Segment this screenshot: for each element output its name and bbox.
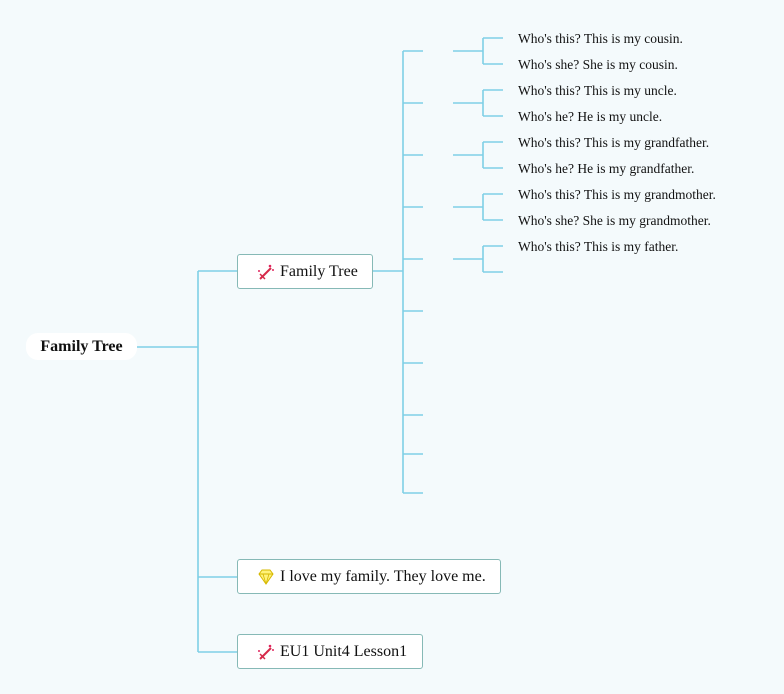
leaf-text[interactable]: Who's this? This is my grandmother. — [518, 187, 716, 202]
diamond-icon — [256, 567, 276, 587]
leaf-text[interactable]: Who's she? She is my cousin. — [518, 57, 678, 72]
leaf-text[interactable]: Who's this? This is my father. — [518, 239, 679, 254]
root-node[interactable]: Family Tree — [26, 333, 137, 360]
magic-wand-icon — [256, 642, 276, 662]
leaf-text[interactable]: Who's she? She is my grandmother. — [518, 213, 711, 228]
branch-node-love-family[interactable]: I love my family. They love me. — [237, 559, 501, 594]
leaf-text[interactable]: Who's this? This is my cousin. — [518, 31, 683, 46]
leaf-text[interactable]: Who's he? He is my grandfather. — [518, 161, 695, 176]
branch-label: I love my family. They love me. — [280, 567, 486, 585]
branch-label: Family Tree — [280, 262, 358, 280]
branch-label: EU1 Unit4 Lesson1 — [280, 642, 408, 660]
leaf-text[interactable]: Who's this? This is my grandfather. — [518, 135, 710, 150]
leaf-text[interactable]: Who's he? He is my uncle. — [518, 109, 663, 124]
leaf-text[interactable]: Who's this? This is my uncle. — [518, 83, 677, 98]
magic-wand-icon — [256, 262, 276, 282]
branch-node-lesson[interactable]: EU1 Unit4 Lesson1 — [237, 634, 423, 669]
branch-node-family-tree[interactable]: Family Tree — [237, 254, 373, 289]
